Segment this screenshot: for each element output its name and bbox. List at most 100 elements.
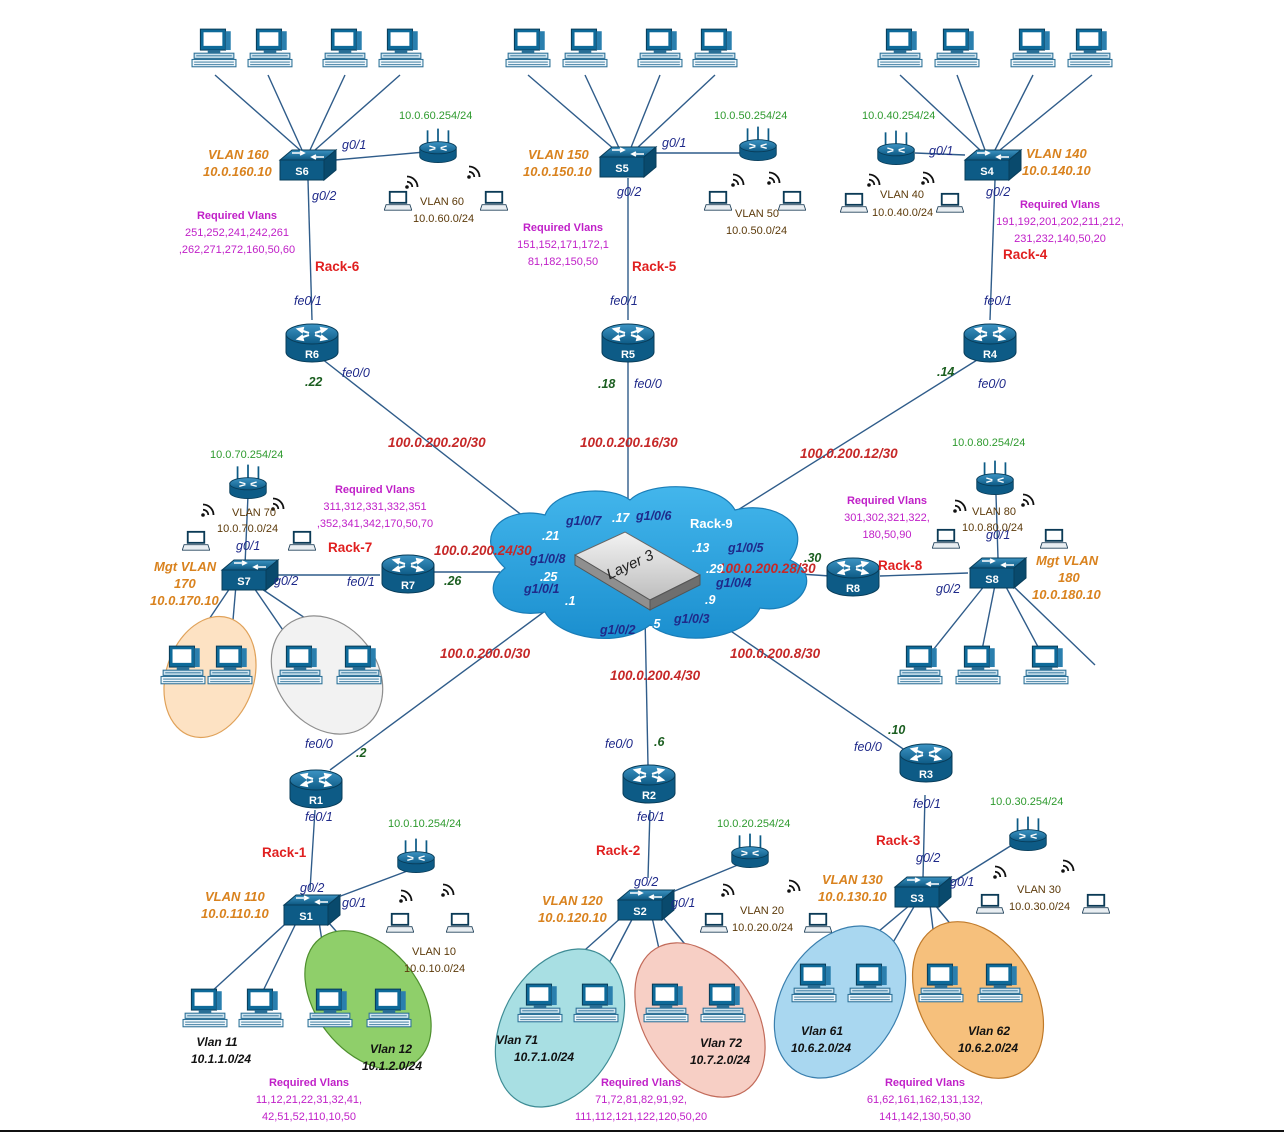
required-vlans-list: 301,302,321,322, bbox=[844, 512, 930, 524]
wifi-router-icon[interactable] bbox=[418, 128, 458, 164]
vlan-group-72 bbox=[634, 942, 766, 1098]
mgmt-vlan-label: VLAN 150 bbox=[528, 147, 589, 162]
wifi-router-icon[interactable] bbox=[1008, 816, 1048, 852]
required-vlans-title: Required Vlans bbox=[335, 484, 415, 496]
wireless-signal-icon bbox=[1020, 493, 1035, 508]
desktop-pc-icon[interactable] bbox=[1010, 28, 1056, 68]
desktop-pc-icon[interactable] bbox=[1023, 645, 1069, 685]
wifi-gateway-label: 10.0.50.254/24 bbox=[714, 110, 787, 122]
desktop-pc-icon[interactable] bbox=[182, 988, 228, 1028]
desktop-pc-icon[interactable] bbox=[505, 28, 551, 68]
desktop-pc-icon[interactable] bbox=[191, 28, 237, 68]
wireless-signal-icon bbox=[786, 879, 801, 894]
required-vlans-list: 71,72,81,82,91,92, bbox=[595, 1094, 687, 1106]
wifi-gateway-label: 10.0.60.254/24 bbox=[399, 110, 472, 122]
required-vlans-list: 61,62,161,162,131,132, bbox=[867, 1094, 983, 1106]
user-vlan-net: 10.1.2.0/24 bbox=[362, 1059, 422, 1073]
link-r4-s4 bbox=[989, 179, 996, 321]
core-port-label: g1/0/5 bbox=[727, 541, 764, 555]
laptop-icon[interactable] bbox=[1082, 893, 1110, 914]
user-vlan-net: 10.7.1.0/24 bbox=[514, 1050, 574, 1064]
switch-port-label: g0/2 bbox=[634, 875, 658, 889]
mgmt-vlan-label: VLAN 130 bbox=[822, 872, 883, 887]
wifi-net-label: 10.0.30.0/24 bbox=[1009, 901, 1070, 913]
link-r1-s1 bbox=[309, 809, 316, 891]
mgmt-ip-label: 10.0.110.10 bbox=[201, 906, 269, 921]
switch-port-label: g0/1 bbox=[236, 539, 260, 553]
switch-port-label: g0/1 bbox=[662, 136, 686, 150]
desktop-pc-icon[interactable] bbox=[877, 28, 923, 68]
router-ip-label: .10 bbox=[888, 723, 905, 737]
mgmt-vlan-label: VLAN 140 bbox=[1026, 146, 1087, 161]
laptop-icon[interactable] bbox=[936, 192, 964, 213]
router-ip-label: .18 bbox=[598, 377, 615, 391]
laptop-icon[interactable] bbox=[288, 530, 316, 551]
link-r3-s3 bbox=[922, 794, 926, 879]
desktop-pc-icon[interactable] bbox=[1067, 28, 1113, 68]
wifi-vlan-label: VLAN 40 bbox=[880, 189, 924, 201]
wifi-gateway-label: 10.0.70.254/24 bbox=[210, 449, 283, 461]
desktop-pc-icon[interactable] bbox=[378, 28, 424, 68]
network-label: 100.0.200.24/30 bbox=[434, 543, 532, 558]
core-port-label: g1/0/1 bbox=[523, 582, 559, 596]
desktop-pc-icon[interactable] bbox=[637, 28, 683, 68]
core-ip-label: .25 bbox=[540, 570, 558, 584]
switch-port-label: g0/2 bbox=[312, 189, 336, 203]
desktop-pc-icon[interactable] bbox=[934, 28, 980, 68]
router-port-label: fe0/0 bbox=[978, 377, 1006, 391]
required-vlans-list: ,262,271,272,160,50,60 bbox=[179, 244, 295, 256]
desktop-pc-icon[interactable] bbox=[562, 28, 608, 68]
core-port-label: g1/0/2 bbox=[599, 623, 635, 637]
router-ip-label: .30 bbox=[804, 551, 821, 565]
desktop-pc-icon[interactable] bbox=[955, 645, 1001, 685]
required-vlans-title: Required Vlans bbox=[269, 1077, 349, 1089]
laptop-icon[interactable] bbox=[804, 912, 832, 933]
wifi-router-icon[interactable] bbox=[730, 833, 770, 869]
desktop-pc-icon[interactable] bbox=[897, 645, 943, 685]
laptop-icon[interactable] bbox=[182, 530, 210, 551]
wireless-signal-icon bbox=[440, 883, 455, 898]
rack-label: Rack-8 bbox=[878, 558, 923, 573]
required-vlans-list: 42,51,52,110,10,50 bbox=[262, 1111, 356, 1123]
laptop-icon[interactable] bbox=[384, 190, 412, 211]
wifi-router-icon[interactable] bbox=[228, 464, 268, 500]
bottom-border-line bbox=[0, 1130, 1284, 1132]
wifi-net-label: 10.0.80.0/24 bbox=[962, 522, 1023, 534]
router-port-label: fe0/0 bbox=[305, 737, 333, 751]
wifi-router-icon[interactable] bbox=[738, 126, 778, 162]
switch-port-label: g0/1 bbox=[986, 528, 1010, 542]
laptop-icon[interactable] bbox=[1040, 528, 1068, 549]
wifi-vlan-label: VLAN 30 bbox=[1017, 884, 1061, 896]
laptop-icon[interactable] bbox=[932, 528, 960, 549]
laptop-icon[interactable] bbox=[386, 912, 414, 933]
desktop-pc-icon[interactable] bbox=[247, 28, 293, 68]
laptop-icon[interactable] bbox=[840, 192, 868, 213]
laptop-icon[interactable] bbox=[778, 190, 806, 211]
desktop-pc-icon[interactable] bbox=[238, 988, 284, 1028]
wifi-vlan-label: VLAN 60 bbox=[420, 196, 464, 208]
laptop-icon[interactable] bbox=[700, 912, 728, 933]
core-ip-label: .1 bbox=[565, 594, 575, 608]
laptop-icon[interactable] bbox=[480, 190, 508, 211]
wifi-router-icon[interactable] bbox=[876, 130, 916, 166]
rack-label: Rack-3 bbox=[876, 833, 921, 848]
required-vlans-title: Required Vlans bbox=[523, 222, 603, 234]
wifi-net-label: 10.0.50.0/24 bbox=[726, 225, 787, 237]
switch-port-label: g0/1 bbox=[929, 144, 953, 158]
wifi-vlan-label: VLAN 10 bbox=[412, 946, 456, 958]
laptop-icon[interactable] bbox=[446, 912, 474, 933]
link-core-r2 bbox=[644, 614, 649, 766]
required-vlans-list: 141,142,130,50,30 bbox=[879, 1111, 971, 1123]
router-ip-label: .22 bbox=[305, 375, 322, 389]
laptop-icon[interactable] bbox=[704, 190, 732, 211]
desktop-pc-icon[interactable] bbox=[692, 28, 738, 68]
switch-label: S6 bbox=[295, 166, 308, 178]
wifi-router-icon[interactable] bbox=[975, 460, 1015, 496]
desktop-pc-icon[interactable] bbox=[322, 28, 368, 68]
switch-port-label: g0/2 bbox=[617, 185, 641, 199]
laptop-icon[interactable] bbox=[976, 893, 1004, 914]
mgmt-vlan-label: VLAN 120 bbox=[542, 893, 603, 908]
core-ip-label: .17 bbox=[612, 511, 630, 525]
mgmt-vlan-label: VLAN 160 bbox=[208, 147, 269, 162]
wifi-router-icon[interactable] bbox=[396, 838, 436, 874]
